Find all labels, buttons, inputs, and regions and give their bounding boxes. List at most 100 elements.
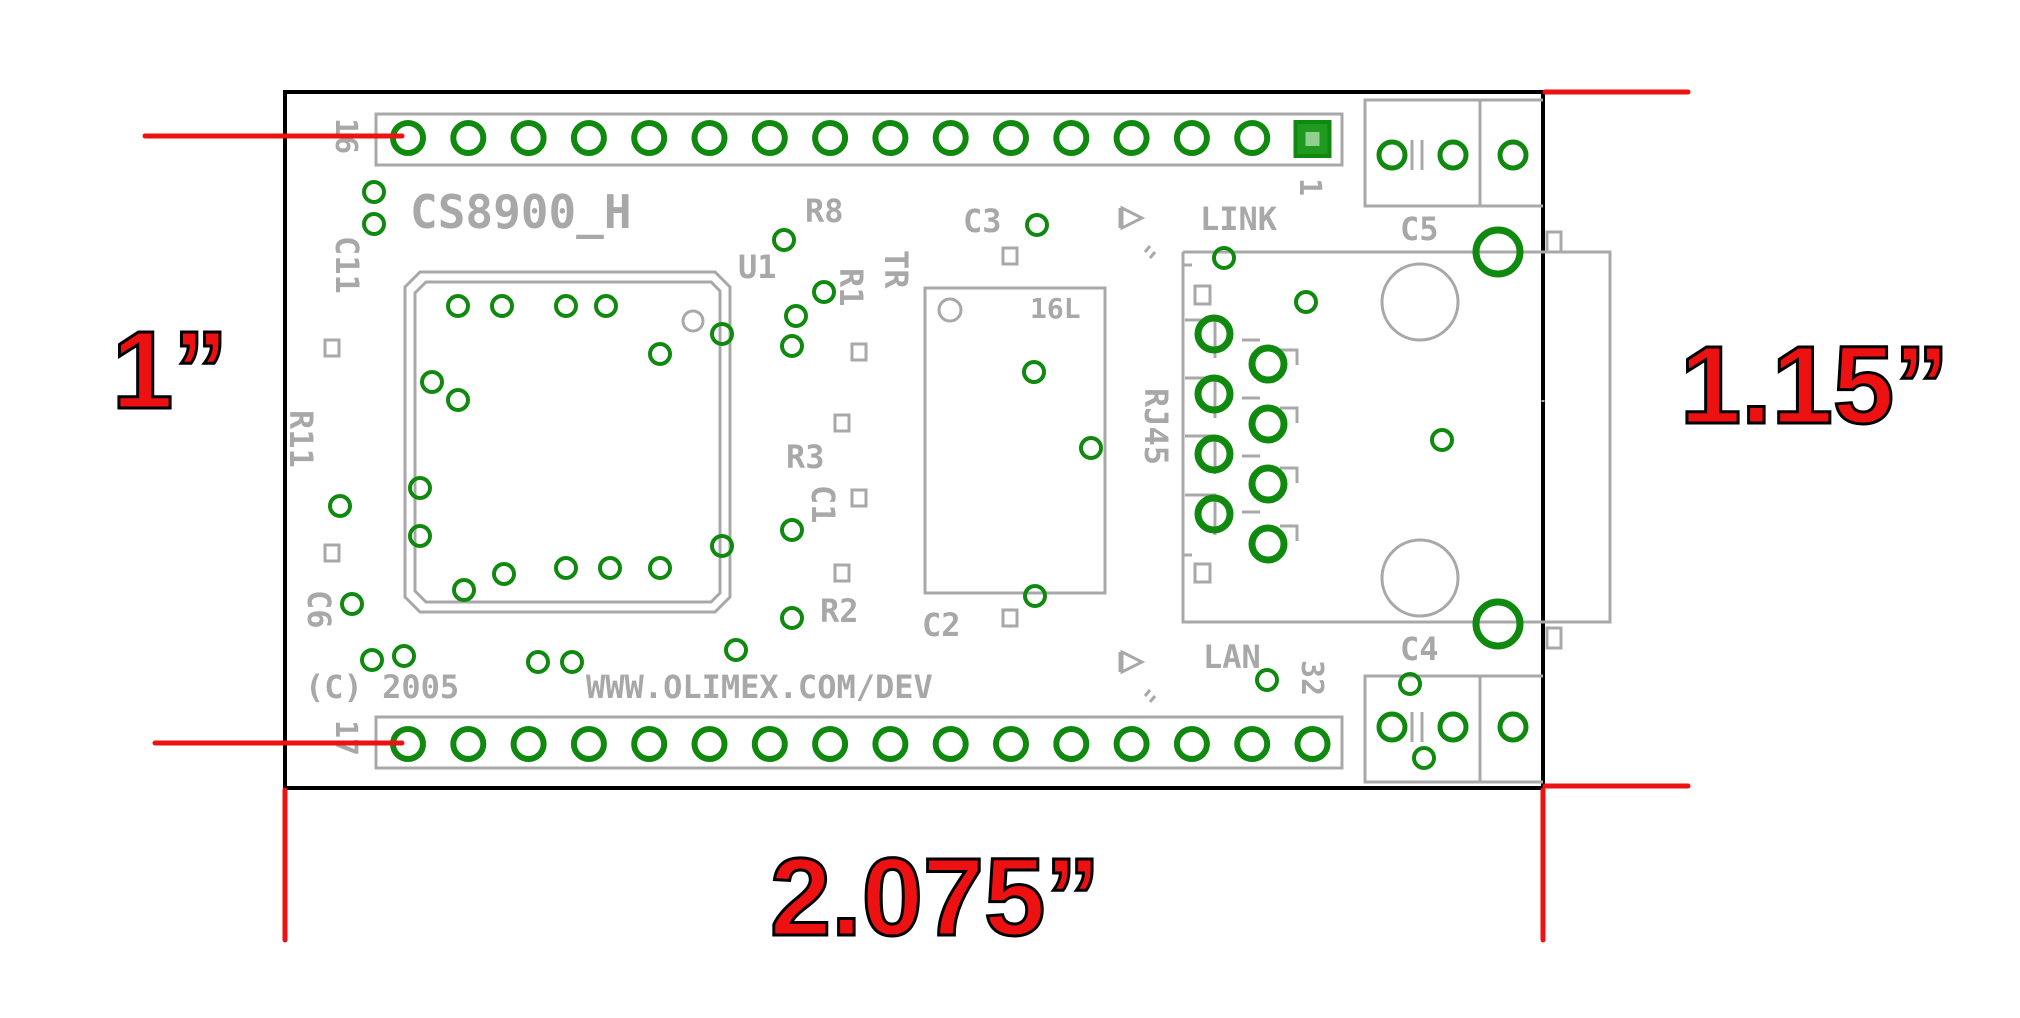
- via: [328, 494, 352, 518]
- header-pad: [570, 120, 607, 156]
- header-pad: [751, 120, 788, 156]
- via: [1398, 672, 1422, 696]
- header-pad: [450, 120, 487, 156]
- header-pad: [993, 120, 1029, 156]
- header-pad: [631, 726, 668, 762]
- via: [560, 650, 584, 674]
- header-pad: [691, 726, 728, 762]
- designator-r8: R8: [805, 192, 844, 230]
- header-pad: [1234, 726, 1271, 762]
- copyright-label: (C) 2005: [305, 668, 459, 706]
- designator-r1: R1: [832, 268, 870, 307]
- board-outline: [283, 90, 1545, 790]
- rj45-pad: [1194, 374, 1234, 414]
- capacitor-pad: [1376, 711, 1408, 743]
- smd-pads: [323, 246, 1019, 628]
- bottom-header-pads: [390, 726, 1331, 762]
- via: [362, 212, 386, 236]
- rj45-mount-pad: [1472, 598, 1524, 650]
- header-pad: [812, 120, 849, 156]
- header-pad: [1113, 120, 1150, 156]
- capacitor-pad: [1437, 711, 1469, 743]
- header-pad: [510, 726, 547, 762]
- via: [648, 556, 672, 580]
- designator-tr: TR: [877, 250, 915, 289]
- via: [490, 294, 514, 318]
- via: [408, 476, 432, 500]
- capacitor-pad: [1497, 139, 1529, 171]
- pin-label-1: 1: [1292, 178, 1327, 196]
- designator-rj45: RJ45: [1137, 388, 1175, 465]
- header-pad: [993, 726, 1029, 762]
- header-pad: [450, 726, 487, 762]
- via: [1294, 290, 1318, 314]
- via: [360, 648, 384, 672]
- board-name-label: CS8900_H: [410, 185, 632, 239]
- lan-led-symbol: [1118, 649, 1157, 703]
- header-pad-hole: [1305, 132, 1320, 146]
- rj45-pad: [1248, 524, 1288, 564]
- capacitor-pad: [1437, 139, 1469, 171]
- header-pad: [1173, 120, 1210, 156]
- rj45-pad: [1194, 434, 1234, 474]
- capacitor-pad: [1497, 711, 1529, 743]
- designator-r2: R2: [820, 592, 859, 630]
- designator-c2: C2: [922, 606, 961, 644]
- header-pad: [631, 120, 668, 156]
- rj45-connector-outline: [1181, 230, 1612, 650]
- via: [780, 606, 804, 630]
- tr-transformer-outline: [923, 286, 1107, 595]
- via: [554, 556, 578, 580]
- dimension-lines: [142, 89, 1691, 943]
- header-pad: [872, 726, 909, 762]
- designator-c3: C3: [963, 202, 1002, 240]
- via: [710, 322, 734, 346]
- tr-pin-label: 16L: [1030, 292, 1081, 325]
- rj45-pad: [1248, 404, 1288, 444]
- header-pad: [932, 120, 969, 156]
- via: [598, 556, 622, 580]
- header-pad: [1173, 726, 1210, 762]
- via: [340, 592, 364, 616]
- header-pad: [751, 726, 788, 762]
- pin-label-32: 32: [1294, 660, 1329, 696]
- via: [1022, 360, 1046, 384]
- via: [594, 294, 618, 318]
- pin-label-17: 17: [328, 720, 363, 756]
- rj45-pad: [1248, 464, 1288, 504]
- website-label: WWW.OLIMEX.COM/DEV: [586, 668, 933, 706]
- header-pad: [812, 726, 849, 762]
- large-pads: [1194, 139, 1529, 743]
- via: [1079, 436, 1103, 460]
- link-led-symbol: [1118, 205, 1157, 259]
- via: [392, 644, 416, 668]
- via: [492, 562, 516, 586]
- designator-c4: C4: [1400, 630, 1439, 668]
- via: [362, 180, 386, 204]
- header-pad: [1113, 726, 1150, 762]
- via: [1025, 213, 1049, 237]
- via: [1412, 746, 1436, 770]
- via: [1023, 584, 1047, 608]
- via: [452, 578, 476, 602]
- dimension-width: 2.075”: [770, 836, 1100, 959]
- lan-label: LAN: [1203, 638, 1261, 676]
- via: [1430, 428, 1454, 452]
- via: [408, 524, 432, 548]
- via: [648, 342, 672, 366]
- via: [724, 638, 748, 662]
- designator-r3: R3: [786, 438, 825, 476]
- via: [780, 518, 804, 542]
- header-pad: [1234, 120, 1271, 156]
- dimension-height-outer: 1.15”: [1680, 324, 1949, 447]
- header-pad: [1053, 120, 1090, 156]
- capacitor-pad: [1376, 139, 1408, 171]
- via: [812, 280, 836, 304]
- designator-r11: R11: [282, 410, 320, 468]
- c4-capacitor-outline: [1363, 674, 1543, 784]
- designator-c1: C1: [804, 485, 842, 524]
- vias: [328, 180, 1454, 770]
- rj45-pad: [1248, 344, 1288, 384]
- dimension-height-inner: 1”: [112, 309, 228, 432]
